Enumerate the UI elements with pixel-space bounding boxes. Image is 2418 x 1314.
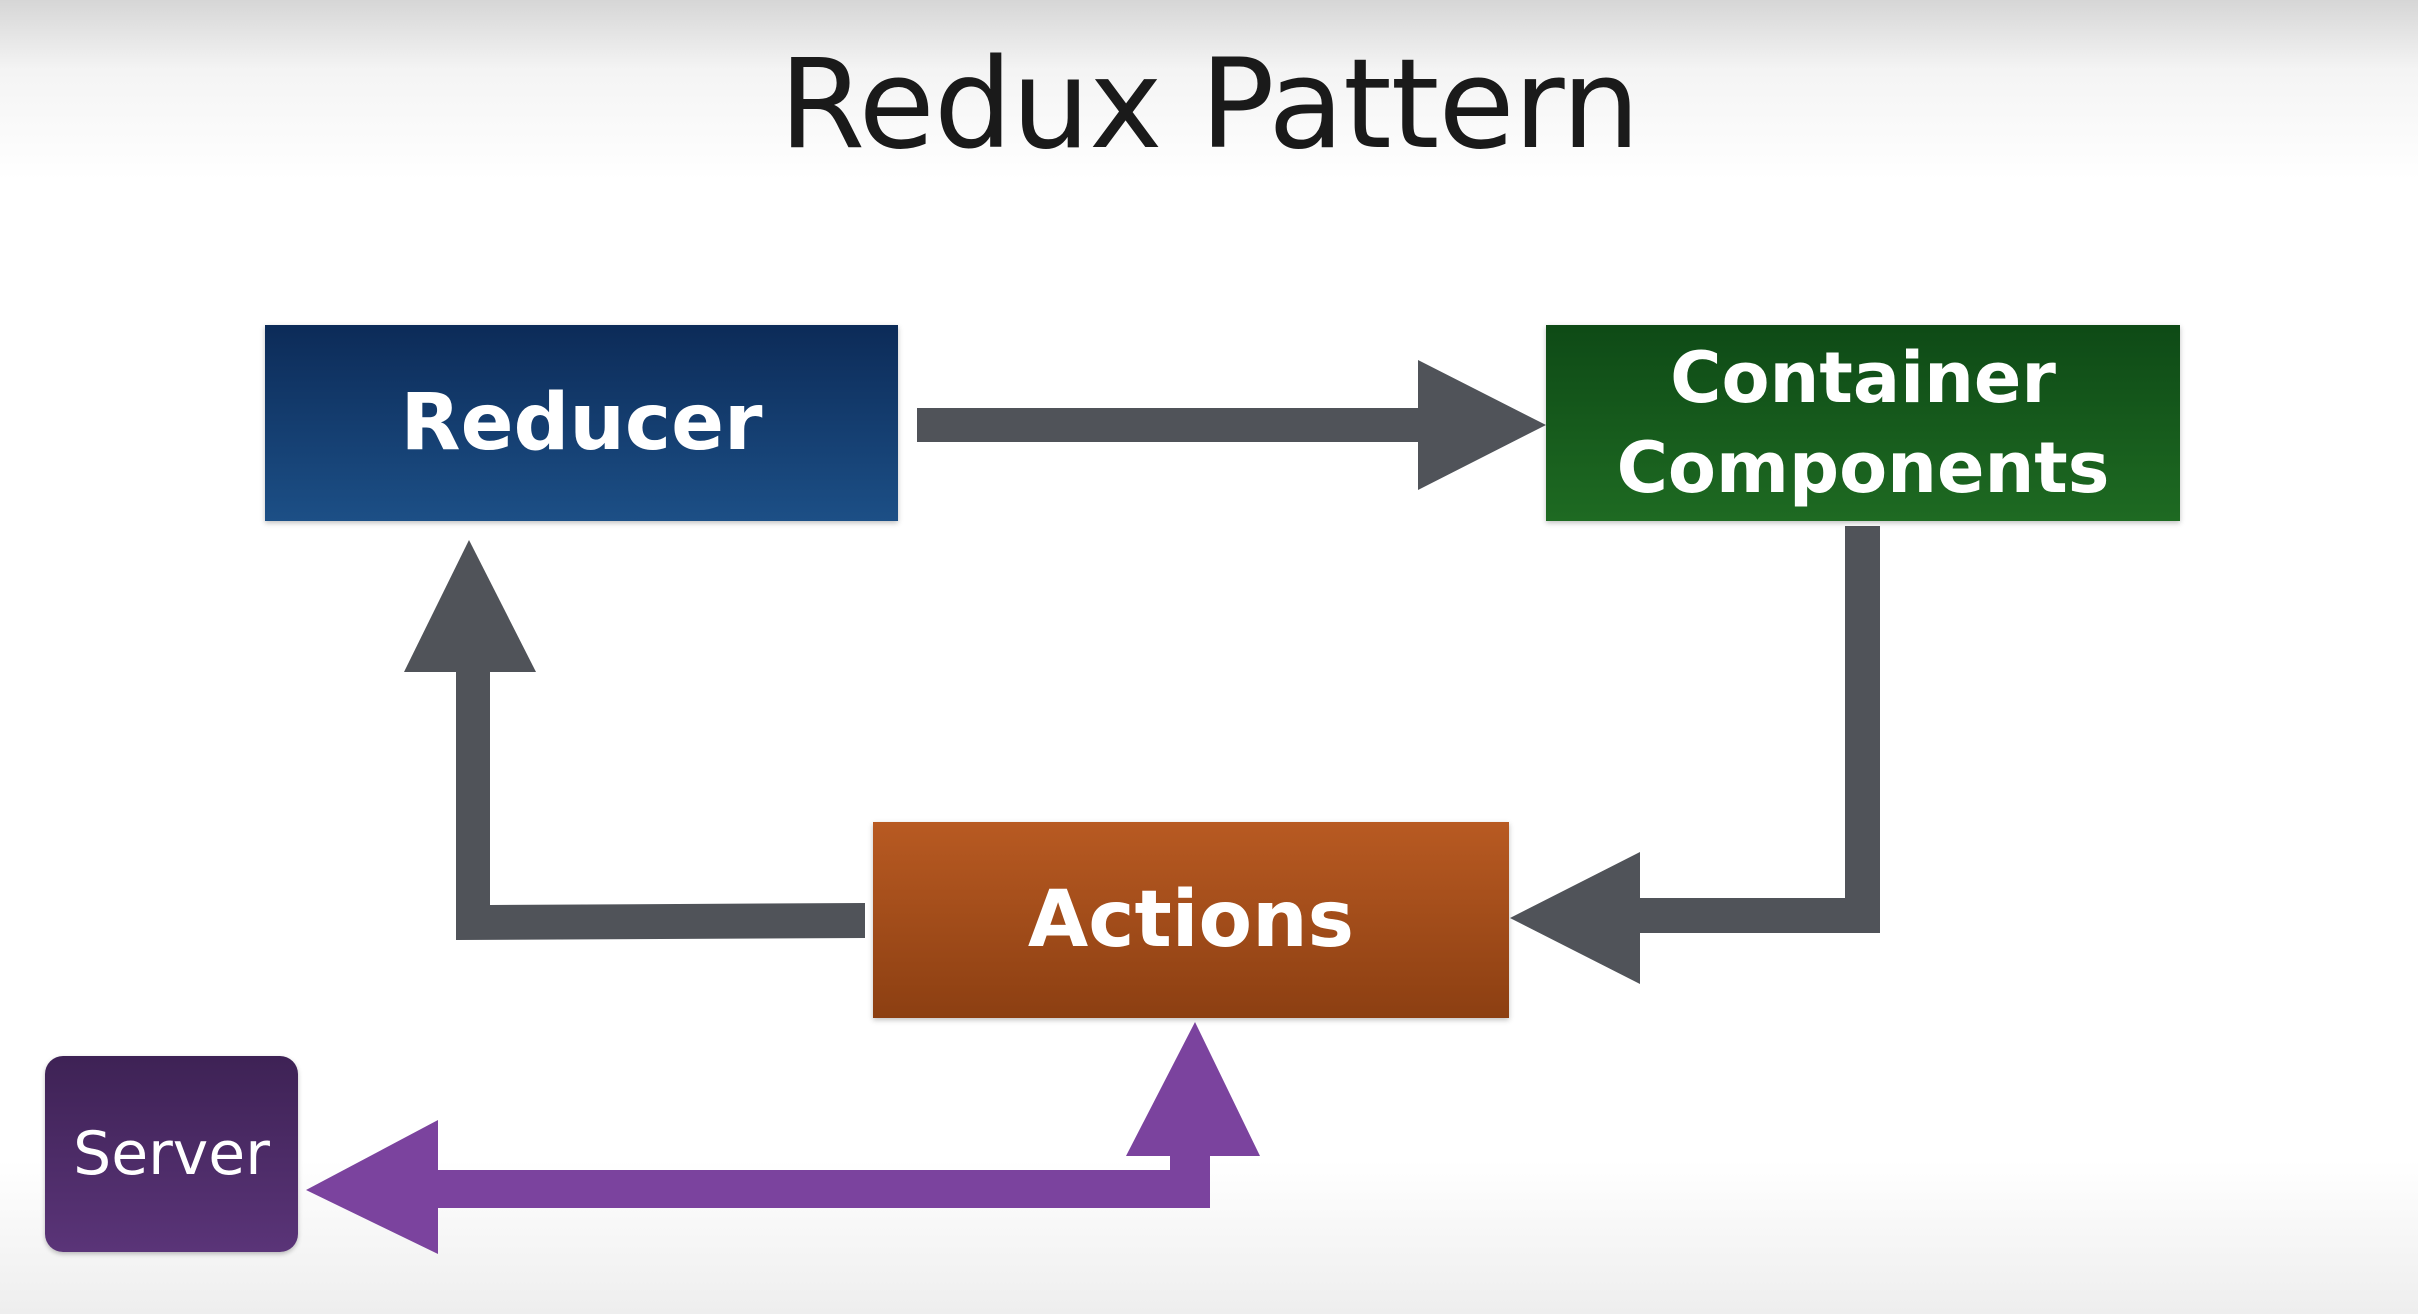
container-label-line2: Components: [1616, 427, 2110, 509]
arrow-server-actions: [306, 1022, 1260, 1254]
container-label-line1: Container: [1670, 337, 2056, 419]
arrow-actions-to-reducer: [404, 540, 865, 940]
reducer-label: Reducer: [400, 378, 763, 468]
reducer-node: Reducer: [265, 325, 898, 521]
diagram-title: Redux Pattern: [778, 33, 1640, 177]
server-node: Server: [45, 1056, 298, 1252]
actions-node: Actions: [873, 822, 1509, 1018]
server-label: Server: [73, 1119, 270, 1189]
arrow-container-to-actions: [1510, 526, 1880, 984]
actions-label: Actions: [1027, 875, 1355, 965]
container-components-node: Container Components: [1546, 325, 2180, 521]
arrow-reducer-to-container: [917, 360, 1546, 490]
